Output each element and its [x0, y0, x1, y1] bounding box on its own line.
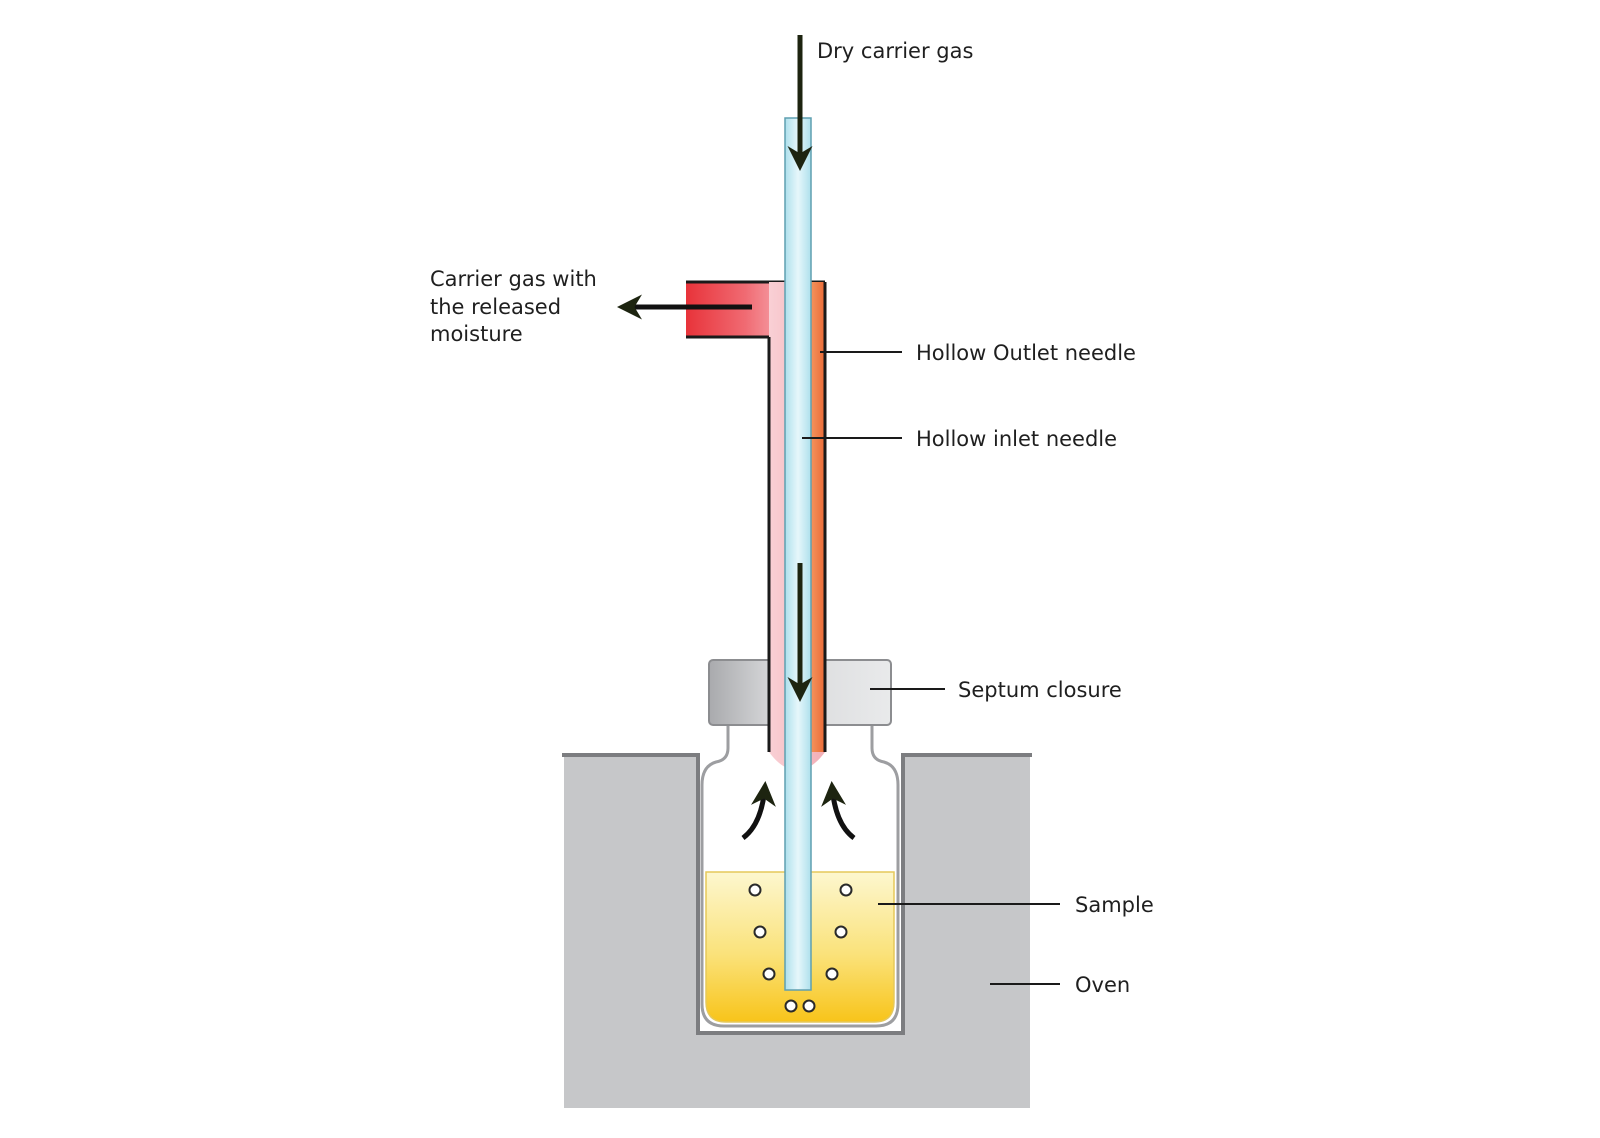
- label-carrier-gas-line-1: Carrier gas with: [430, 267, 597, 291]
- bubbles: [748, 883, 853, 1013]
- label-oven: Oven: [1075, 973, 1130, 997]
- bubble: [839, 883, 853, 897]
- flow-arrows: [617, 35, 856, 841]
- moisture-arrow-left: [741, 781, 776, 841]
- bubble: [825, 967, 839, 981]
- bubble: [753, 925, 767, 939]
- label-hollow-outlet-needle: Hollow Outlet needle: [916, 341, 1136, 365]
- label-septum-closure: Septum closure: [958, 678, 1122, 702]
- oven: [562, 753, 1032, 1108]
- label-dry-carrier-gas: Dry carrier gas: [817, 39, 973, 63]
- oven-body: [564, 755, 1030, 1108]
- bubble: [762, 967, 776, 981]
- label-carrier-gas-line-2: the released: [430, 295, 561, 319]
- bubble: [784, 999, 798, 1013]
- label-sample: Sample: [1075, 893, 1154, 917]
- bubble: [802, 999, 816, 1013]
- label-carrier-gas-line-3: moisture: [430, 322, 523, 346]
- leader-lines: [802, 351, 1060, 985]
- oven-edge: [562, 753, 1032, 1035]
- label-hollow-inlet-needle: Hollow inlet needle: [916, 427, 1117, 451]
- bubble: [834, 925, 848, 939]
- hollow-inlet-needle: [784, 117, 812, 991]
- label-carrier-gas-released: Carrier gas with the released moisture: [430, 267, 604, 346]
- moisture-arrow-right: [821, 781, 856, 841]
- bubble: [748, 883, 762, 897]
